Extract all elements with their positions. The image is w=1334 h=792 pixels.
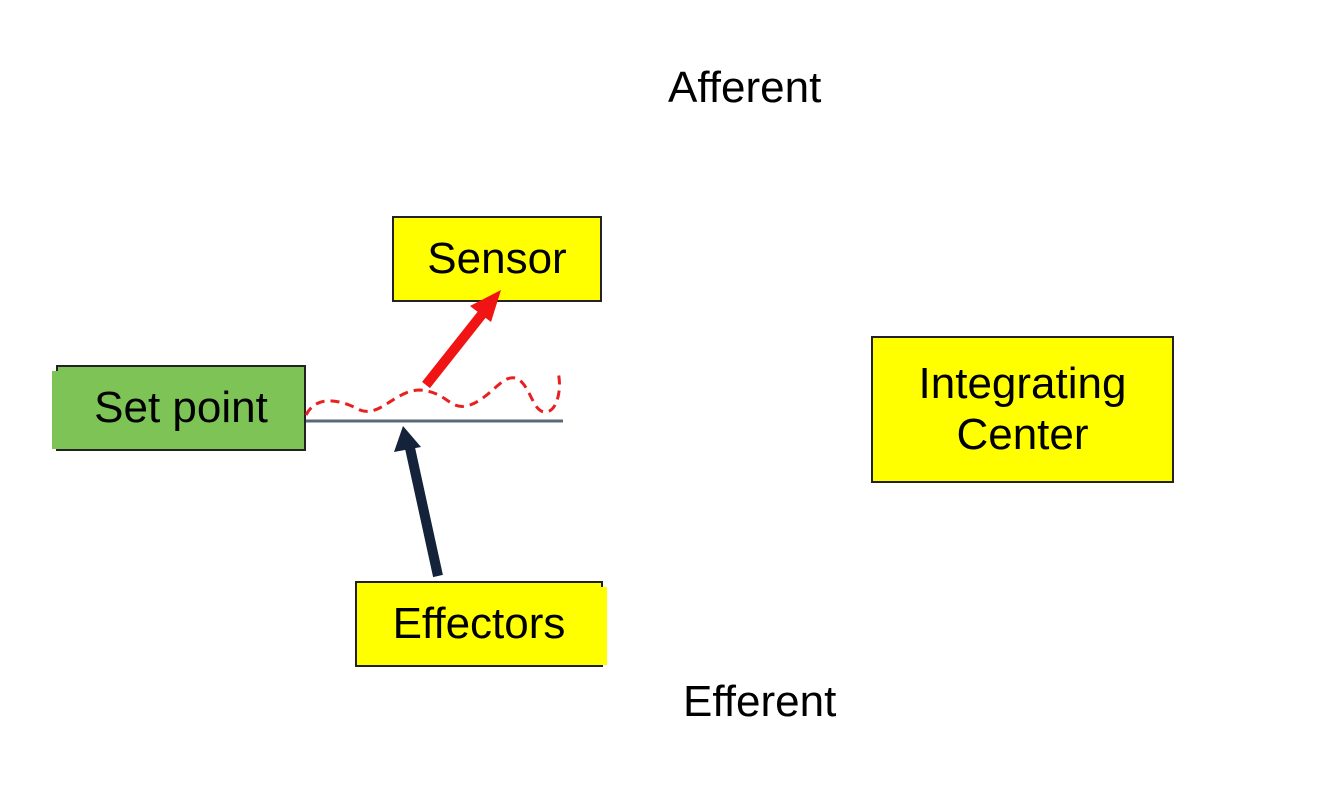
- set-point-label: Set point: [94, 382, 268, 432]
- sensor-label: Sensor: [427, 233, 567, 283]
- set-point-box: Set point: [52, 365, 306, 451]
- integrating-center-label-line1: Integrating: [918, 358, 1127, 408]
- effectors-box: Effectors: [355, 581, 607, 667]
- integrating-center-box: Integrating Center: [871, 336, 1174, 483]
- efferent-label: Efferent: [683, 677, 837, 726]
- effectors-label: Effectors: [392, 598, 566, 648]
- effector-arrow-icon: [394, 426, 443, 578]
- sensor-box: Sensor: [392, 216, 602, 302]
- sensor-arrow-icon: [422, 290, 501, 389]
- integrating-center-label-line2: Center: [956, 409, 1089, 459]
- fluctuation-curve: [304, 369, 561, 416]
- afferent-label: Afferent: [668, 63, 822, 112]
